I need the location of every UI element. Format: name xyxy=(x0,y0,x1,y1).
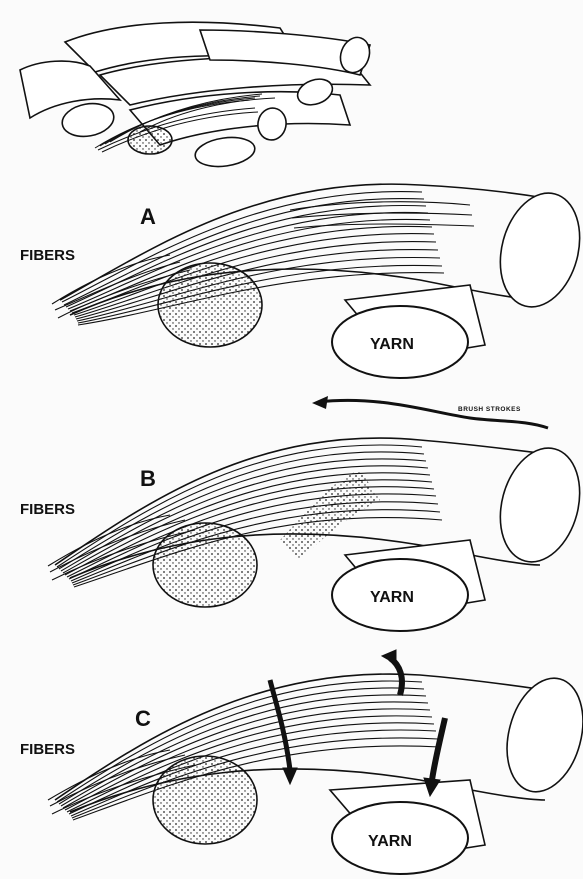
panel-b-yarn-end-left xyxy=(153,523,257,607)
panel-b: B FIBERS BRUSH STROKES xyxy=(20,396,583,631)
panel-c-letter: C xyxy=(135,706,151,731)
panel-a-letter: A xyxy=(140,204,156,229)
panel-c-yarn-end-left xyxy=(153,756,257,844)
panel-c-yarn-label: YARN xyxy=(368,833,412,850)
panel-b-brush-arrow xyxy=(318,400,548,428)
panel-b-yarn-bundle xyxy=(48,438,555,587)
panel-b-yarn-end-right xyxy=(488,439,583,571)
panel-c: C FIBERS YARN xyxy=(20,650,583,874)
panel-a-yarn: YARN xyxy=(332,285,485,378)
panel-c-yarn-end-right xyxy=(495,670,583,801)
panel-b-shading xyxy=(280,470,380,560)
panel-b-yarn: YARN xyxy=(332,540,485,631)
panel-a-yarn-label: YARN xyxy=(370,336,414,353)
panel-b-yarn-label: YARN xyxy=(370,589,414,606)
panel-b-letter: B xyxy=(140,466,156,491)
woven-fabric-illustration xyxy=(20,22,374,170)
panel-c-yarn: YARN xyxy=(330,780,485,874)
panel-b-fibers-label: FIBERS xyxy=(20,501,75,518)
panel-a-fibers-label: FIBERS xyxy=(20,247,75,264)
panel-a-yarn-end-left xyxy=(158,263,262,347)
panel-b-brush-strokes-label: BRUSH STROKES xyxy=(458,406,521,413)
twist-arrow-2-head xyxy=(382,650,396,664)
panel-a-yarn-bundle xyxy=(52,184,555,325)
panel-c-yarn-bundle xyxy=(48,674,560,820)
panel-a: A FIBERS YA xyxy=(20,184,583,378)
twist-arrow-1-head xyxy=(283,768,297,784)
panel-b-brush-arrow-head xyxy=(312,396,328,409)
panel-c-fibers-label: FIBERS xyxy=(20,741,75,758)
